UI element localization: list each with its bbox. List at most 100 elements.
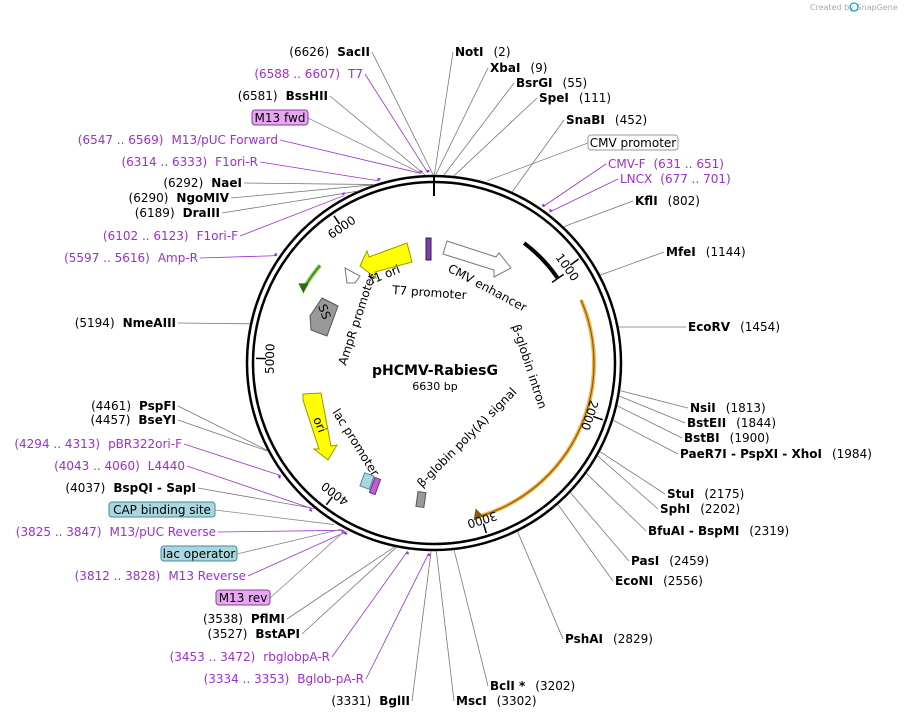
enzyme-position: (2175) [704,487,744,501]
enzyme-name: NaeI [211,176,242,190]
enzyme-name: PshAI [565,632,603,646]
primer-site: T7 (6588 .. 6607) [254,67,430,174]
feature-box: lac operator [160,528,342,562]
enzyme-leader-line [243,182,375,185]
enzyme-position: (2556) [663,574,703,588]
enzyme-position: (4457) [91,413,131,427]
enzyme-site: SacII (6626) [289,45,434,176]
tick-label: 5000 [263,343,278,374]
primer-range: (677 .. 701) [660,172,730,186]
primer-site: M13 Reverse(3812 .. 3828) [75,531,348,583]
enzyme-name: EcoNI [615,574,653,588]
enzyme-leader-line [197,487,316,510]
feature-box-frame [160,545,238,562]
primer-site: L4440(4043 .. 4060) [54,459,313,512]
label-lac-promoter: lac promoter [329,406,382,479]
enzyme-site: BspQI - SapI (4037) [65,481,316,510]
enzyme-name: BstEII [687,416,726,430]
enzyme-leader-line [619,390,689,409]
enzyme-leader-line [433,51,454,176]
enzyme-position: (3331) [331,694,371,708]
enzyme-position: (6626) [289,45,329,59]
enzyme-leader-line [511,119,565,193]
bglobin-intron-end-tick [551,273,565,283]
primer-name: F1ori-F [197,229,238,243]
primer-site: CMV-F(631 .. 651) [541,157,724,208]
feature-box-frame [215,589,271,606]
primer-range: (4294 .. 4313) [14,437,100,451]
enzyme-name: BstBI [684,431,720,445]
enzyme-name: SacII [337,45,370,59]
primer-leader-line [364,73,429,174]
label-t7-promoter: T7 promoter [391,283,467,302]
enzyme-position: (452) [615,113,647,127]
tick-mark [482,523,488,534]
primer-range: (5597 .. 5616) [64,251,150,265]
feature-box-leader [236,528,342,555]
feature-box: M13 rev [215,530,346,606]
enzyme-site: PflMI(3538) [203,546,395,626]
enzyme-site: SphI(2202) [597,455,740,516]
primer-leader-line [186,465,313,510]
feature-track [298,237,596,521]
primer-name: LNCX [620,172,652,186]
label-ampr-promoter: AmpR promoter [336,272,379,367]
t7-promoter-mark [425,237,432,261]
primer-name: CMV-F [608,157,646,171]
primer-binding-mark [377,177,381,181]
enzyme-name: BsrGI [516,76,553,90]
primer-name: F1ori-R [215,155,258,169]
primer-binding-mark [308,508,313,512]
feature-box: M13 fwd [251,109,422,174]
enzyme-labels: SacII(6626)NotI(2)XbaI(9)BsrGI(55)SpeI(1… [65,45,871,708]
tick-label: 3000 [466,509,499,531]
primer-leader-line [217,529,344,533]
rabies-g-orf-core [480,299,595,517]
enzyme-name: NotI [455,45,484,59]
enzyme-site: DraIII(6189) [135,190,358,220]
enzyme-leader-line [221,190,358,214]
enzyme-name: PaeR7I - PspXI - XhoI [680,447,822,461]
enzyme-leader-line [563,200,634,228]
enzyme-site: StuI (2175) [599,451,744,501]
enzyme-name: PspFI [139,399,176,413]
enzyme-position: (3302) [497,694,537,708]
enzyme-site: EcoRV(1454) [618,320,780,334]
ss-arrow [309,297,339,337]
enzyme-leader-line [411,550,432,702]
enzyme-name: SphI [660,502,690,516]
primer-site: M13/pUC Forward(6547 .. 6569) [78,133,423,174]
enzyme-name: MscI [456,694,487,708]
enzyme-site: NaeI(6292) [163,176,375,190]
enzyme-leader-line [616,405,683,439]
enzyme-leader-line [230,184,375,199]
primer-range: (3825 .. 3847) [16,525,102,539]
primer-binding-mark [341,192,346,196]
primer-range: (6588 .. 6607) [254,67,340,81]
primer-leader-line [542,163,607,208]
enzyme-name: StuI [667,487,694,501]
snapgene-logo-icon [849,2,859,12]
enzyme-site: BssHII(6581) [238,89,426,176]
primer-range: (3812 .. 3828) [75,569,161,583]
enzyme-position: (2319) [749,524,789,538]
primer-leader-line [183,443,282,477]
enzyme-site: PaeR7I - PspXI - XhoI(1984) [612,419,872,461]
enzyme-position: (1454) [740,320,780,334]
plasmid-size: 6630 bp [412,380,457,393]
enzyme-name: NmeAIII [123,316,176,330]
enzyme-position: (4037) [65,481,105,495]
primer-leader-line [365,552,430,680]
primer-site: pBR322ori-F(4294 .. 4313) [14,437,282,479]
enzyme-position: (6189) [135,206,175,220]
primer-site: rbglobpA-R(3453 .. 3472) [170,550,409,664]
tick-mark [569,258,579,266]
primer-name: T7 [347,67,363,81]
enzyme-site: NotI(2) [433,45,511,176]
enzyme-name: BspQI - SapI [113,481,196,495]
plasmid-name: pHCMV-RabiesG [372,363,498,379]
enzyme-position: (111) [579,91,611,105]
primer-site: F1ori-R(6314 .. 6333) [121,155,381,182]
enzyme-site: NmeAIII(5194) [75,316,251,330]
primer-leader-line [239,195,345,237]
